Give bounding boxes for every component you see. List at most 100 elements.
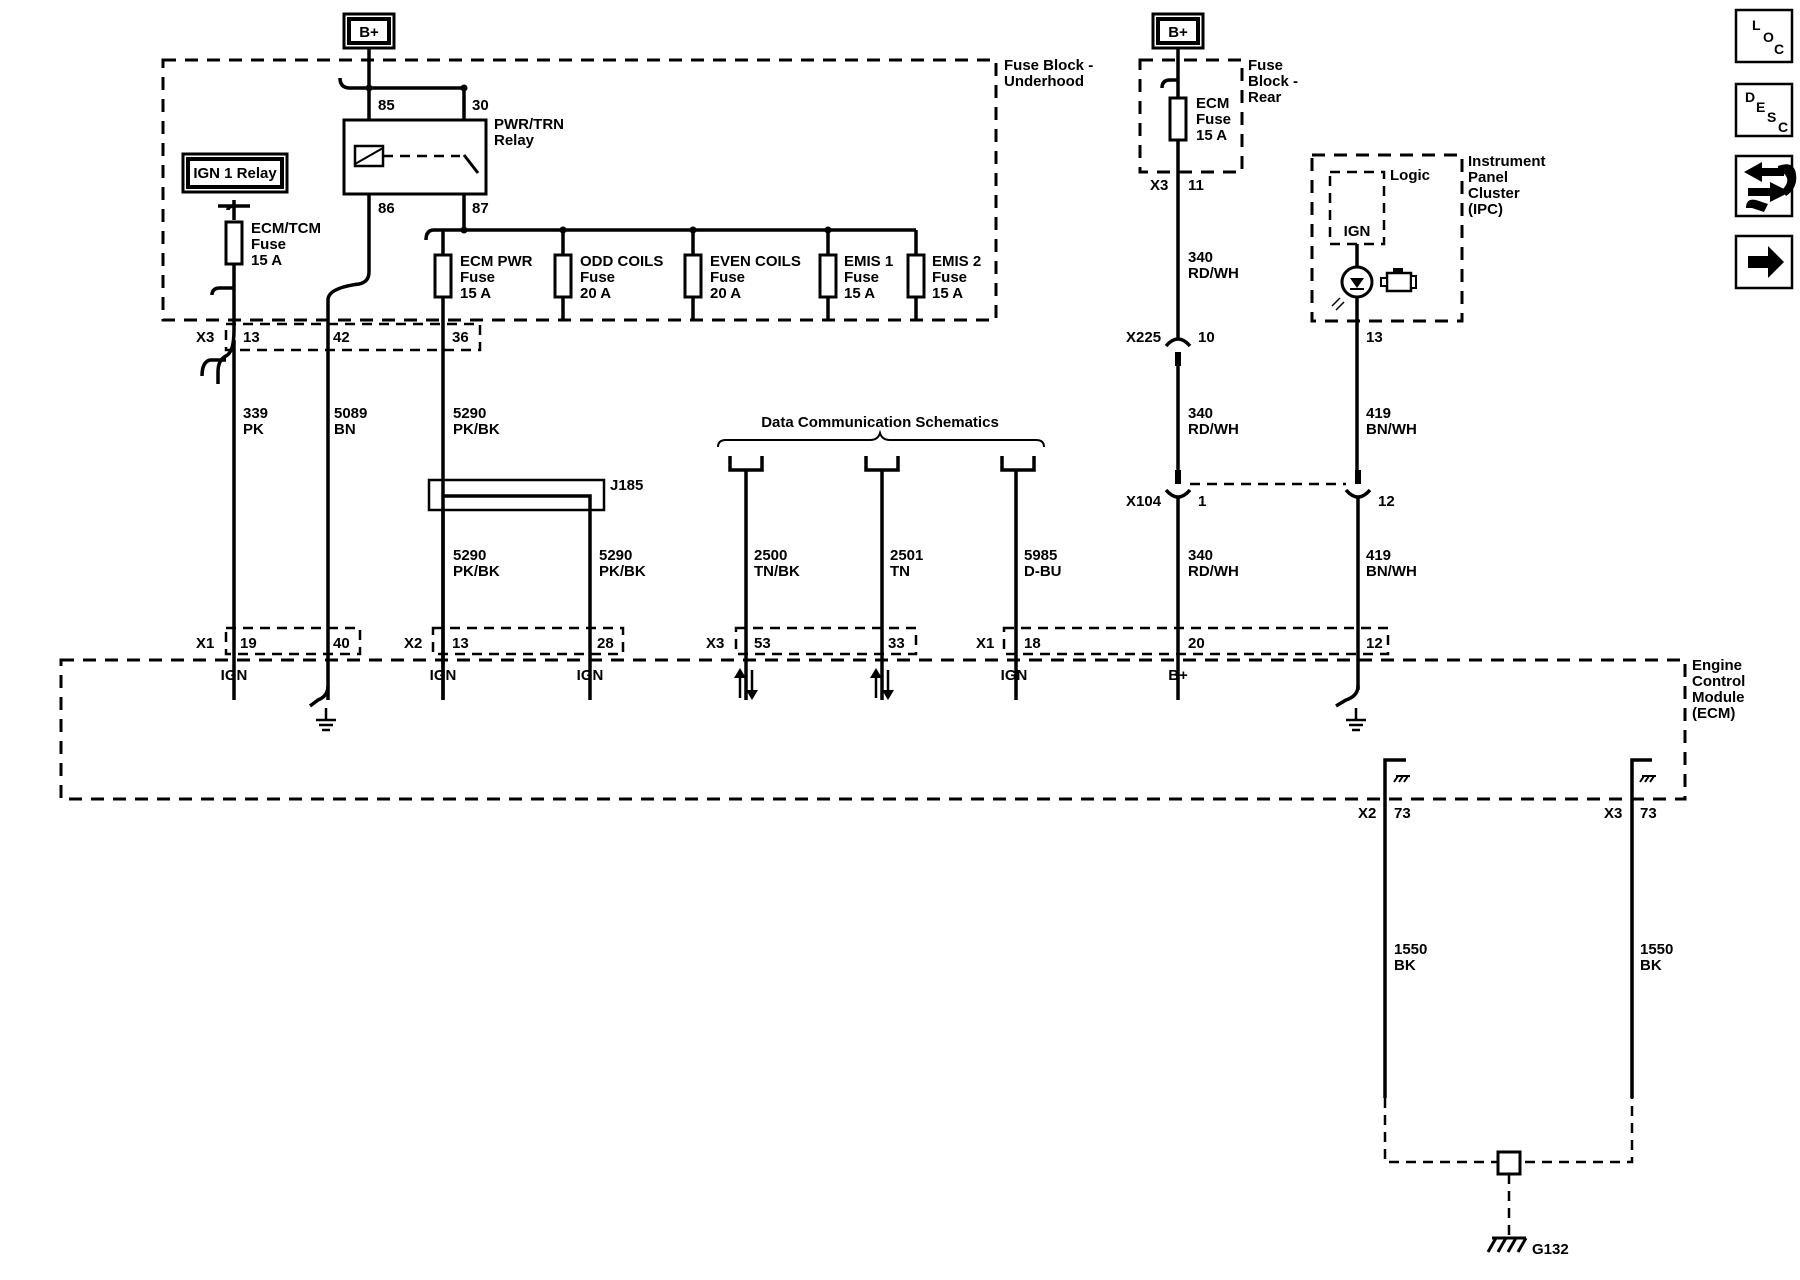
serial-data-arrows-1 xyxy=(734,668,758,700)
ecm-ground-terminal-x2 xyxy=(1383,758,1410,790)
fuse-emis-2: EMIS 2 Fuse 15 A xyxy=(906,230,981,320)
fuse-block-rear-border xyxy=(1138,58,1244,174)
svg-text:15 A: 15 A xyxy=(460,285,491,302)
relay-title: PWR/TRN xyxy=(494,116,564,133)
svg-text:IGN: IGN xyxy=(430,667,457,684)
component-connector-button[interactable] xyxy=(1734,154,1797,218)
svg-text:1: 1 xyxy=(1198,493,1206,510)
relay-pin-87: 87 xyxy=(472,200,489,217)
svg-text:X3: X3 xyxy=(1150,177,1168,194)
svg-text:36: 36 xyxy=(452,329,469,346)
connector-x104-b xyxy=(1344,488,1372,499)
svg-text:Fuse: Fuse xyxy=(580,269,615,286)
svg-text:Fuse: Fuse xyxy=(1196,111,1231,128)
ecm-ground-terminal-x3 xyxy=(1630,758,1656,790)
svg-text:(IPC): (IPC) xyxy=(1468,201,1503,218)
svg-text:15 A: 15 A xyxy=(932,285,963,302)
svg-text:PK/BK: PK/BK xyxy=(599,563,646,580)
svg-text:X3: X3 xyxy=(706,635,724,652)
svg-text:15 A: 15 A xyxy=(251,252,282,269)
svg-text:Fuse: Fuse xyxy=(251,236,286,253)
fuse-block-underhood-border xyxy=(161,58,998,322)
internal-ground-icon-2 xyxy=(1346,708,1366,732)
svg-text:ODD COILS: ODD COILS xyxy=(580,253,663,270)
description-button[interactable]: D E S C xyxy=(1734,82,1794,138)
svg-text:X225: X225 xyxy=(1126,329,1161,346)
ecm-border xyxy=(59,658,1687,801)
svg-text:B+: B+ xyxy=(1168,667,1188,684)
engine-icon xyxy=(1380,268,1417,293)
svg-text:RD/WH: RD/WH xyxy=(1188,421,1239,438)
svg-text:E: E xyxy=(1756,99,1765,115)
svg-text:73: 73 xyxy=(1640,805,1657,822)
svg-text:O: O xyxy=(1763,29,1774,45)
svg-text:EVEN COILS: EVEN COILS xyxy=(710,253,801,270)
svg-text:Data Communication Schematics: Data Communication Schematics xyxy=(761,414,999,431)
svg-text:5290: 5290 xyxy=(453,405,486,422)
connector-x3-underhood xyxy=(224,322,482,352)
svg-text:42: 42 xyxy=(333,329,350,346)
svg-text:BK: BK xyxy=(1394,957,1416,974)
svg-text:18: 18 xyxy=(1024,635,1041,652)
svg-text:C: C xyxy=(1778,119,1788,135)
svg-text:20: 20 xyxy=(1188,635,1205,652)
svg-text:Instrument: Instrument xyxy=(1468,153,1546,170)
svg-text:340: 340 xyxy=(1188,547,1213,564)
svg-text:X2: X2 xyxy=(1358,805,1376,822)
wire-5089 xyxy=(326,194,371,700)
svg-text:5089: 5089 xyxy=(334,405,367,422)
svg-text:12: 12 xyxy=(1378,493,1395,510)
svg-text:Rear: Rear xyxy=(1248,89,1282,106)
chassis-ground-icon xyxy=(1486,1236,1528,1253)
svg-text:BK: BK xyxy=(1640,957,1662,974)
svg-text:X104: X104 xyxy=(1126,493,1162,510)
svg-text:RD/WH: RD/WH xyxy=(1188,265,1239,282)
next-arrow-button[interactable] xyxy=(1734,234,1794,290)
svg-text:15 A: 15 A xyxy=(844,285,875,302)
svg-text:340: 340 xyxy=(1188,249,1213,266)
svg-text:10: 10 xyxy=(1198,329,1215,346)
svg-text:IGN: IGN xyxy=(221,667,248,684)
svg-text:5290: 5290 xyxy=(599,547,632,564)
svg-text:19: 19 xyxy=(240,635,257,652)
svg-text:Engine: Engine xyxy=(1692,657,1742,674)
svg-text:B+: B+ xyxy=(1168,24,1188,41)
pwr-trn-relay: 85 30 86 87 PWR/TRN Relay xyxy=(342,97,564,217)
connector-tool-icon xyxy=(1744,162,1797,212)
svg-text:1550: 1550 xyxy=(1394,941,1427,958)
svg-text:S: S xyxy=(1767,109,1776,125)
svg-text:IGN: IGN xyxy=(577,667,604,684)
svg-text:20 A: 20 A xyxy=(580,285,611,302)
location-button[interactable]: L O C xyxy=(1734,8,1794,64)
internal-ground-icon-1 xyxy=(316,708,336,732)
svg-text:40: 40 xyxy=(333,635,350,652)
svg-text:20 A: 20 A xyxy=(710,285,741,302)
svg-text:Module: Module xyxy=(1692,689,1745,706)
svg-text:5985: 5985 xyxy=(1024,547,1057,564)
svg-text:RD/WH: RD/WH xyxy=(1188,563,1239,580)
fuse-ecm-pwr: ECM PWR Fuse 15 A xyxy=(433,230,533,700)
fuse-block-underhood-title-2: Underhood xyxy=(1004,73,1084,90)
svg-text:L: L xyxy=(1752,17,1761,33)
svg-text:28: 28 xyxy=(597,635,614,652)
svg-text:IGN 1 Relay: IGN 1 Relay xyxy=(193,165,277,182)
svg-text:TN: TN xyxy=(890,563,910,580)
svg-text:Logic: Logic xyxy=(1390,167,1430,184)
svg-text:15 A: 15 A xyxy=(1196,127,1227,144)
svg-text:2500: 2500 xyxy=(754,547,787,564)
b-plus-left-label: B+ xyxy=(359,24,379,41)
svg-text:1550: 1550 xyxy=(1640,941,1673,958)
svg-text:Control: Control xyxy=(1692,673,1745,690)
svg-text:Fuse: Fuse xyxy=(460,269,495,286)
svg-text:X1: X1 xyxy=(976,635,994,652)
svg-text:33: 33 xyxy=(888,635,905,652)
svg-text:53: 53 xyxy=(754,635,771,652)
svg-text:C: C xyxy=(1774,41,1784,57)
svg-text:BN/WH: BN/WH xyxy=(1366,421,1417,438)
svg-text:BN/WH: BN/WH xyxy=(1366,563,1417,580)
svg-text:X2: X2 xyxy=(404,635,422,652)
svg-text:PK: PK xyxy=(243,421,264,438)
svg-text:419: 419 xyxy=(1366,405,1391,422)
svg-text:11: 11 xyxy=(1188,177,1204,194)
